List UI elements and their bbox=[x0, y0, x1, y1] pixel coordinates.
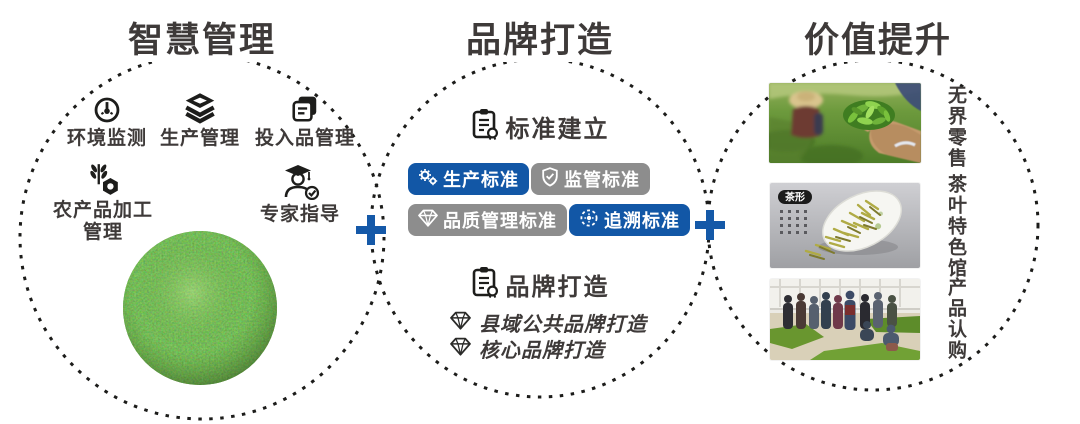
photo-label: 茶形 bbox=[784, 191, 805, 204]
value-enhancement-zone: 茶形 bbox=[705, 57, 1041, 393]
clipboard-certificate-icon bbox=[471, 108, 499, 145]
tea-pile-photo bbox=[122, 230, 278, 391]
inputs-box-icon bbox=[290, 94, 320, 124]
circle3-title: 价值提升 bbox=[793, 20, 963, 62]
diamond-icon bbox=[450, 337, 471, 361]
feature-agro-processing: 农产品加工 管理 bbox=[53, 162, 153, 245]
bullet-core-brand: 核心品牌打造 bbox=[450, 334, 605, 363]
branding-heading: 品牌打造 bbox=[368, 266, 712, 303]
caption-product-subscription: 产品认购 bbox=[945, 277, 966, 361]
shield-check-icon bbox=[541, 166, 559, 192]
plus-icon bbox=[695, 210, 725, 240]
feature-production-management: 生产管理 bbox=[160, 92, 240, 151]
tag-label: 监管标准 bbox=[564, 170, 640, 190]
diamond-icon bbox=[450, 311, 471, 335]
dashed-circle-smart-management bbox=[18, 53, 386, 421]
wheat-gear-icon bbox=[85, 162, 121, 196]
plus-icon bbox=[356, 215, 386, 245]
feature-label-line1: 农产品加工 bbox=[52, 200, 154, 221]
standards-tag-row-1: 生产标准 监管标准 bbox=[408, 163, 650, 195]
smart-management-zone: 环境监测 生产管理 投入品管 bbox=[17, 52, 387, 422]
photo-tea-dish: 茶形 bbox=[770, 183, 920, 268]
tag-traceability-standard: 追溯标准 bbox=[569, 204, 690, 236]
bullet-label: 核心品牌打造 bbox=[479, 340, 605, 362]
feature-label: 投入品管理 bbox=[254, 128, 356, 149]
expert-icon bbox=[279, 164, 321, 200]
feature-inputs-management: 投入品管理 bbox=[255, 94, 355, 151]
photo-factory-visit bbox=[770, 279, 920, 360]
trace-target-icon bbox=[579, 208, 599, 233]
feature-label: 专家指导 bbox=[259, 204, 341, 225]
tag-label: 品质管理标准 bbox=[443, 211, 557, 231]
tag-label: 追溯标准 bbox=[604, 211, 680, 231]
feature-label: 生产管理 bbox=[159, 128, 241, 149]
diamond-icon bbox=[418, 209, 438, 232]
gears-icon bbox=[418, 168, 438, 191]
feature-label-line2: 管理 bbox=[82, 222, 124, 243]
photo-tea-picking bbox=[769, 83, 921, 163]
standards-heading-text: 标准建立 bbox=[505, 116, 610, 143]
bullet-label: 县域公共品牌打造 bbox=[479, 314, 647, 336]
circle2-title: 品牌打造 bbox=[455, 20, 625, 62]
tag-production-standard: 生产标准 bbox=[408, 163, 529, 195]
bullet-county-public-brand: 县域公共品牌打造 bbox=[450, 308, 647, 337]
feature-expert-guidance: 专家指导 bbox=[260, 164, 340, 227]
standards-heading: 标准建立 bbox=[368, 108, 712, 145]
standards-tag-row-2: 品质管理标准 追溯标准 bbox=[408, 204, 690, 236]
branding-heading-text: 品牌打造 bbox=[505, 274, 610, 301]
tag-supervision-standard: 监管标准 bbox=[531, 163, 650, 195]
clipboard-certificate-icon bbox=[471, 266, 499, 303]
feature-env-monitoring: 环境监测 bbox=[67, 96, 147, 151]
tag-label: 生产标准 bbox=[443, 170, 519, 190]
brand-building-zone: 标准建立 bbox=[368, 56, 712, 400]
tag-quality-standard: 品质管理标准 bbox=[408, 204, 567, 236]
feature-label: 环境监测 bbox=[66, 128, 148, 149]
caption-tea-specialty-hall: 茶叶特色馆 bbox=[945, 174, 966, 279]
caption-borderless-retail: 无界零售 bbox=[945, 85, 966, 169]
layers-icon bbox=[181, 92, 219, 124]
gauge-icon bbox=[93, 96, 121, 124]
circle1-title: 智慧管理 bbox=[117, 20, 287, 62]
